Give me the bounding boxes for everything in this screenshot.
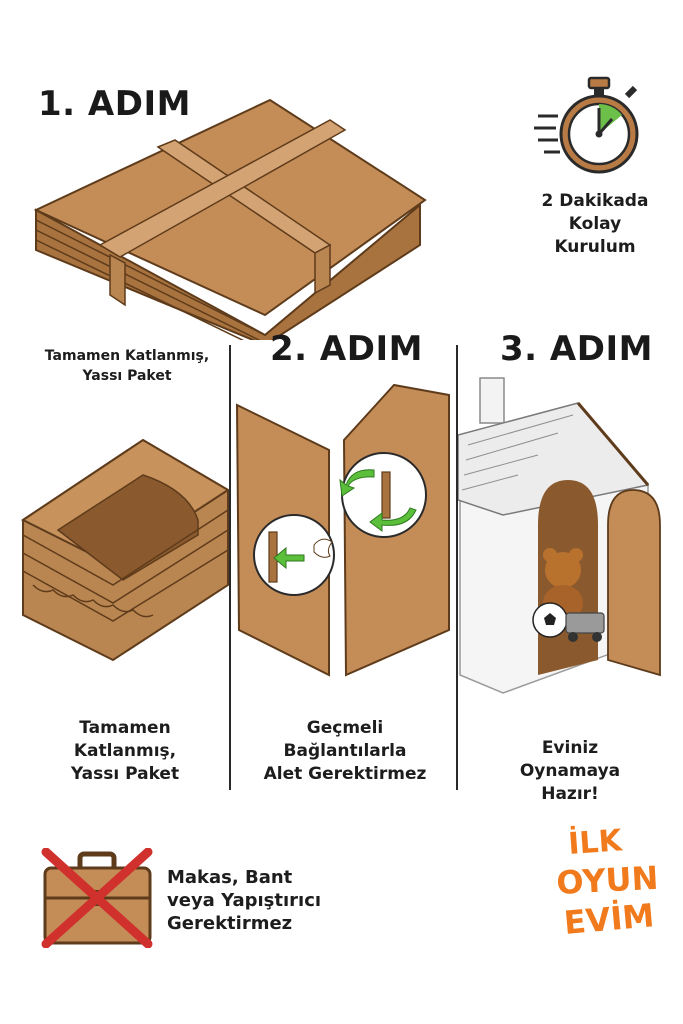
ilk-oyun-evim-logo: İLK OYUN EVİM	[555, 821, 660, 943]
timer-text: 2 Dakikada Kolay Kurulum	[541, 191, 649, 257]
brand-logo: İLK OYUN EVİM	[555, 818, 665, 943]
flat-pack-illustration	[33, 98, 427, 340]
step1-title: 1. ADIM	[38, 84, 191, 124]
step1-caption: Tamamen Katlanmış, Yassı Paket	[70, 718, 180, 784]
crossed-toolbox-icon	[41, 848, 153, 948]
divider-right	[456, 345, 458, 790]
step2-title: 2. ADIM	[270, 329, 423, 369]
svg-text:İLK: İLK	[567, 822, 625, 862]
step3-caption: Eviniz Oynamaya Hazır!	[519, 738, 621, 804]
open-pack-illustration	[21, 438, 230, 662]
stopwatch-icon	[534, 76, 639, 174]
divider-left	[229, 345, 231, 790]
step1-caption-top: Tamamen Katlanmış, Yassı Paket	[44, 348, 210, 384]
snap-fit-illustration	[235, 383, 450, 677]
no-tools-text: Makas, Bant veya Yapıştırıcı Gerektirmez	[167, 867, 322, 934]
playhouse-illustration	[458, 377, 661, 694]
svg-text:EVİM: EVİM	[562, 896, 655, 942]
step2-caption: Geçmeli Bağlantılarla Alet Gerektirmez	[263, 718, 427, 784]
step3-title: 3. ADIM	[500, 329, 653, 369]
svg-text:OYUN: OYUN	[555, 859, 659, 902]
